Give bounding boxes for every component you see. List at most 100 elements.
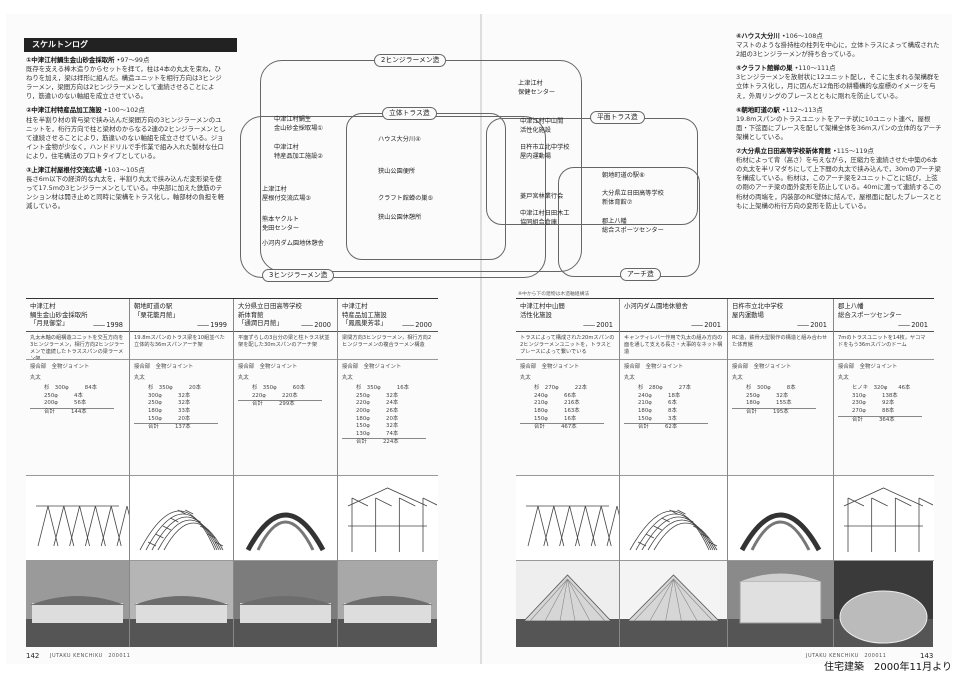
building-header: 郡上八幡 総合スポーツセンター2001 xyxy=(834,299,934,332)
left-building-table: 中津江村 鯛生金山砂金採取所 「月見御堂」1998丸太木軸の組構造ユニットを交互… xyxy=(26,298,440,647)
material-line: 210φ 6本 xyxy=(638,400,677,407)
building-photo xyxy=(234,561,337,647)
label-space-truss: 立体トラス造 xyxy=(382,107,437,120)
paragraph-heading: ⑥朝地町道の駅 xyxy=(736,105,780,114)
joint-type: 接合部 全物ジョイント xyxy=(624,364,684,370)
paragraph-body: マストのような掛持柱の柱列を中心に，立体トラスによって構成された2組の3ヒンジラ… xyxy=(736,41,940,59)
paragraph-body: 長さ6m以下の経済的な丸太を，半割り丸太で挟み込んだ変形梁を使って17.5mの3… xyxy=(26,175,224,211)
building-label: 熊本ヤクルト 免田センター xyxy=(262,216,300,232)
material-type: 丸太 xyxy=(134,374,145,381)
building-header: 中津江村 特産品加工施設 「鳳鳳巣芳菲」2000 xyxy=(338,299,438,332)
structure-model-image xyxy=(728,476,833,561)
building-label: 中津江村日田木工 協同組合倉庫 xyxy=(520,210,570,226)
structure-description: 平面ずらしの3台分の梁と柱トラス状並架を配した30mスパンのアーチ架 xyxy=(234,332,337,360)
building-label: 郡上八幡 総合スポーツセンター xyxy=(602,218,664,234)
material-line: 杉 280φ 27本 xyxy=(638,385,692,392)
building-column: 中津江村 鯛生金山砂金採取所 「月見御堂」1998丸太木軸の組構造ユニットを交互… xyxy=(26,299,138,647)
joint-type: 接合部 全物ジョイント xyxy=(520,364,580,370)
building-label: 上津江村 屋根付交流広場③ xyxy=(262,186,311,202)
structure-description: RC造，鉄骨大型製作の構造と組み合わせた体育館 xyxy=(728,332,833,360)
material-total: 合計 144本 xyxy=(30,407,114,417)
building-label: 中津江村鯛生 金山砂金採取場① xyxy=(274,116,323,132)
building-name: 郡上八幡 総合スポーツセンター xyxy=(838,302,902,319)
material-total: 合計 364本 xyxy=(838,415,922,425)
structure-description: トラスによって構成された20mスパンの2ヒンジラーメンユニットを，トラスとブレー… xyxy=(516,332,619,360)
building-column: 中津江村 特産品加工施設 「鳳鳳巣芳菲」2000梁間方向3ヒンジラーメン，相行方… xyxy=(338,299,440,647)
completion-year: 2000 xyxy=(402,321,432,330)
material-line: 180φ 163本 xyxy=(534,407,580,414)
right-building-table: 中津江村中山間 活性化施設 2001 トラスによって構成された20mスパンの2ヒンジ… xyxy=(516,298,936,647)
paragraph-heading: ⑦大分県立日田高等学校新体育館 xyxy=(736,147,831,156)
building-name: 中津江村中山間 活性化施設 xyxy=(520,302,565,319)
material-line: 250φ 32本 xyxy=(356,392,399,399)
material-type: 丸太 xyxy=(238,374,249,381)
material-line: 150φ 3本 xyxy=(638,415,677,422)
material-line: 150φ 16本 xyxy=(534,415,577,422)
structure-description: 19.8mスパンのトラス梁を10組並べた立体的な36mスパンアーチ架 xyxy=(130,332,233,360)
article-paragraph: ①中津江村鯛生金山砂金採取所 •97～99点既存を支える棒木造りからセットを拝て… xyxy=(26,56,226,101)
source-credit: 住宅建築 2000年11月より xyxy=(824,662,952,673)
label-arch: アーチ造 xyxy=(620,268,661,281)
material-line: 150φ 20本 xyxy=(148,415,191,422)
building-name: 朝地町道の駅 「栗花籠月館」 xyxy=(134,302,179,319)
material-line: 180φ 33本 xyxy=(148,407,191,414)
article-paragraph: ②中津江村特産品加工施設 •100～102点柱を半割り材の背与梁で挟み込んだ梁間… xyxy=(26,106,226,161)
paragraph-body: 桁材によって背（高さ）を与えながら，圧縮力を連続させた中築の6本の丸太を半リマダ… xyxy=(736,156,942,210)
material-line: 200φ 56本 xyxy=(44,400,87,407)
right-magazine-footer: JUTAKU KENCHIKU 200011 xyxy=(806,653,887,659)
diagram-note: ※中から下の建物は木造軸組構法 xyxy=(518,292,590,297)
material-line: 180φ 20本 xyxy=(356,415,399,422)
building-photo xyxy=(620,561,727,647)
building-label: ハウス大分川④ xyxy=(378,136,421,143)
building-name: 小河内ダム園地休憩舎 xyxy=(624,302,688,310)
material-line: 杉 300φ 84本 xyxy=(44,385,98,392)
material-line: 250φ 32本 xyxy=(746,392,789,399)
building-name: 日杵市立北中学校 屋内運動場 xyxy=(732,302,784,319)
building-photo xyxy=(834,561,934,647)
joint-type: 接合部 全物ジョイント xyxy=(732,364,792,370)
structure-model-image xyxy=(234,476,337,561)
material-line: 240φ 18本 xyxy=(638,392,681,399)
paragraph-heading: ④ハウス大分川 xyxy=(736,32,780,40)
building-label: クラフト館蝉の巣⑤ xyxy=(378,195,434,202)
material-line: 杉 350φ 60本 xyxy=(252,385,306,392)
joint-type: 接合部 全物ジョイント xyxy=(342,364,402,370)
joint-type: 接合部 全物ジョイント xyxy=(238,364,298,370)
building-header: 日杵市立北中学校 屋内運動場2001 xyxy=(728,299,833,332)
material-line: 270φ 88本 xyxy=(852,407,895,414)
completion-year: 2001 xyxy=(691,321,721,330)
structure-model-image xyxy=(620,476,727,561)
material-type: 丸太 xyxy=(342,374,353,381)
left-page-number: 142 xyxy=(26,652,40,660)
building-header: 小河内ダム園地休憩舎 2001 xyxy=(620,299,727,332)
paragraph-body: 3ヒンジラーメンを放射状に12ユニット配し，そこに生まれる架構群を立体トラス化し… xyxy=(736,73,940,100)
section-header: スケルトンログ xyxy=(24,38,237,52)
material-line: 310φ 138本 xyxy=(852,392,898,399)
paragraph-body: 19.8mスパンのトラスユニットをアーチ状に10ユニット連べ，屋根面・下弦面にブ… xyxy=(736,114,942,141)
material-line: 180φ 8本 xyxy=(638,407,677,414)
paragraph-heading: ②中津江村特産品加工施設 xyxy=(26,106,102,115)
material-line: 250φ 4本 xyxy=(44,392,83,399)
material-total: 合計 224本 xyxy=(342,438,426,447)
building-column: 小河内ダム園地休憩舎2001キャンティレバー作用で丸太の組み方向の面を通して支え… xyxy=(620,299,728,647)
paragraph-body: 既存を支える棒木造りからセットを拝て，柱は4本の丸太を束ね，ひねりを加え，梁は拝… xyxy=(26,65,222,101)
page-reference: •112～113点 xyxy=(781,105,823,114)
building-label: 菱戸宮林業行会 xyxy=(520,193,564,200)
building-label: 朝地町道の駅⑥ xyxy=(602,172,645,179)
page-gutter xyxy=(480,14,482,664)
building-header: 大分県立日田高等学校 新体育館 「通潤日月館」2000 xyxy=(234,299,337,332)
label-two-hinge: 2ヒンジラーメン造 xyxy=(374,54,447,67)
page-reference: •103～105点 xyxy=(103,166,145,175)
page-reference: •97～99点 xyxy=(116,56,150,64)
page-reference: •115～119点 xyxy=(832,147,874,156)
left-text-column: ①中津江村鯛生金山砂金採取所 •97～99点既存を支える棒木造りからセットを拝て… xyxy=(26,56,226,217)
completion-year: 1998 xyxy=(93,321,123,330)
page-reference: •100～102点 xyxy=(103,106,145,115)
material-line: 300φ 32本 xyxy=(148,392,191,399)
